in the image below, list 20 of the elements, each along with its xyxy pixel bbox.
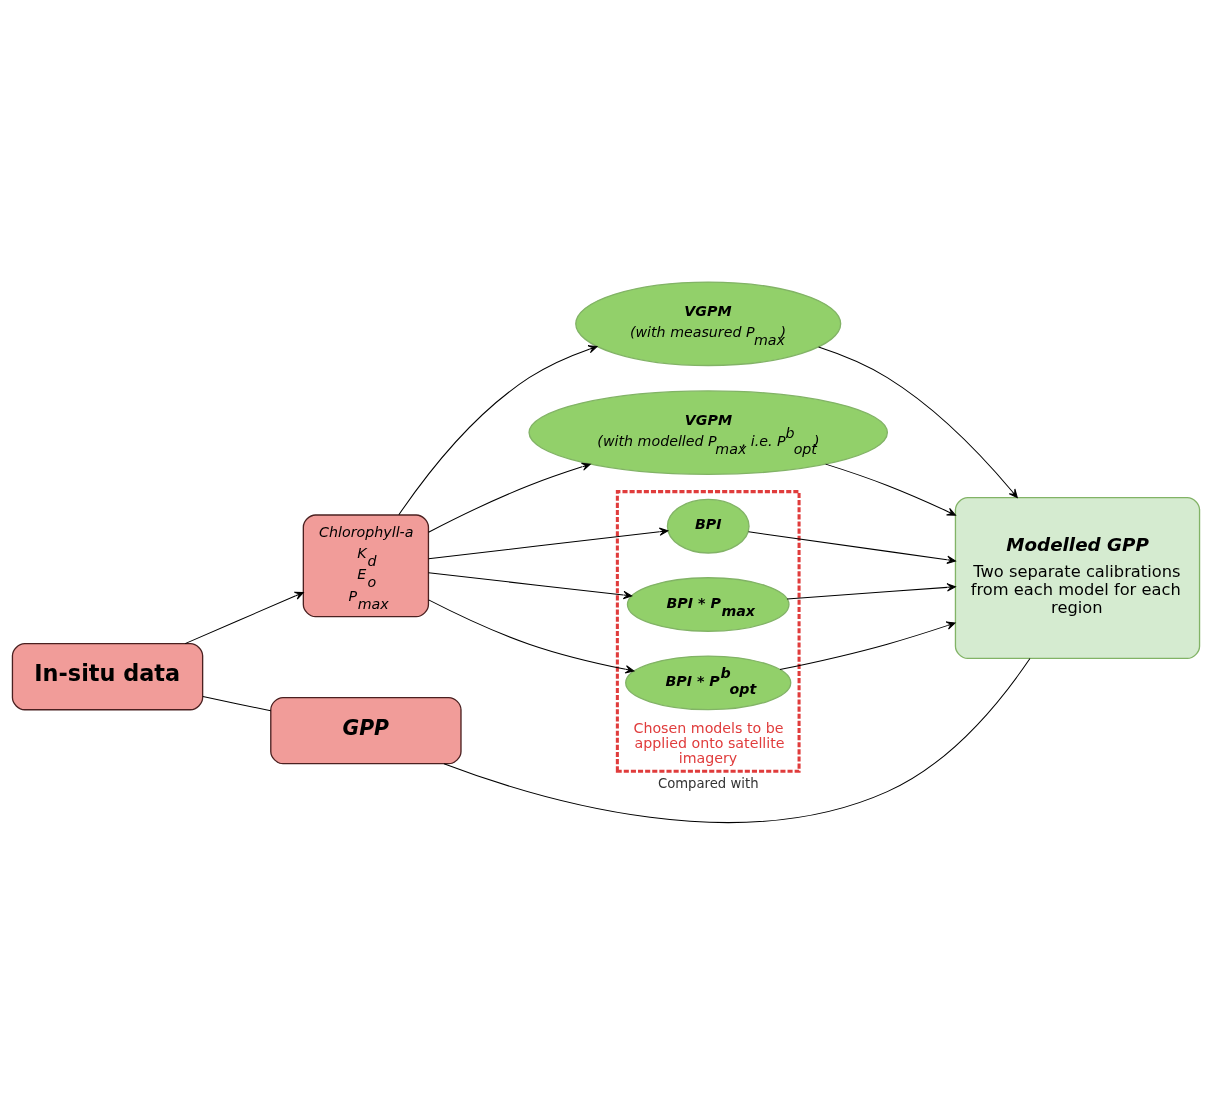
connector bbox=[443, 658, 1031, 824]
edge-label: Compared with bbox=[657, 775, 759, 791]
node-box: Modelled GPP Two separate calibrations from each model for each region bbox=[954, 497, 1201, 660]
arrow bbox=[779, 621, 956, 671]
arrow bbox=[398, 345, 598, 516]
arrow bbox=[428, 527, 669, 560]
arrow bbox=[786, 583, 956, 600]
connector bbox=[202, 696, 272, 712]
node-label: Chosen models to be applied onto satellite imagery bbox=[633, 719, 785, 767]
arrow bbox=[825, 463, 956, 516]
arrow bbox=[428, 599, 635, 674]
arrow bbox=[428, 462, 591, 533]
node-box: In-situ data bbox=[11, 643, 204, 711]
arrow bbox=[184, 591, 304, 645]
arrow bbox=[818, 346, 1018, 499]
node-box: GPP bbox=[270, 696, 462, 765]
node-ellipse: BPI bbox=[666, 498, 750, 554]
cluster bbox=[615, 490, 801, 773]
arrow bbox=[748, 531, 956, 564]
arrow bbox=[428, 572, 633, 600]
